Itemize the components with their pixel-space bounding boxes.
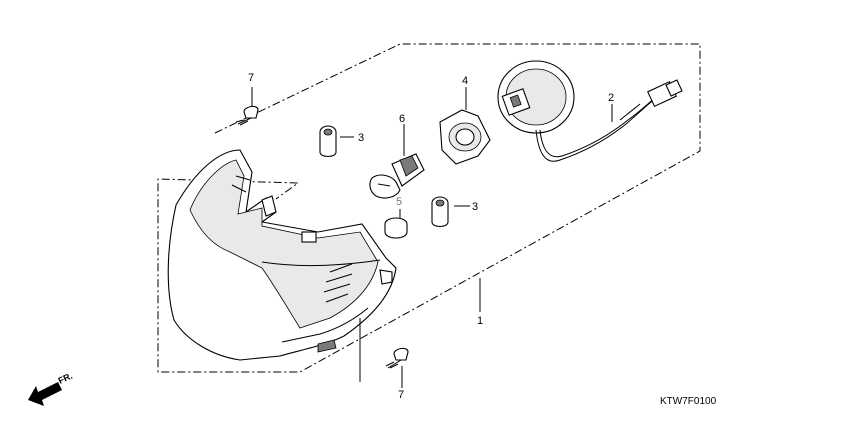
bulb-socket-part [439, 109, 491, 165]
cap-part-upper [319, 125, 337, 158]
callout-7-upper: 7 [248, 72, 254, 84]
screw-part-upper [235, 105, 259, 126]
callout-1: 1 [477, 315, 483, 327]
assembly-boundary [157, 43, 701, 373]
small-cap-part [384, 217, 408, 239]
bulb-part [369, 153, 425, 199]
callout-3-upper: 3 [358, 132, 364, 144]
screw-part-lower [385, 347, 409, 369]
callout-5: 5 [396, 196, 402, 208]
cap-part-lower [431, 196, 449, 228]
harness-part [497, 60, 683, 162]
diagram-code: KTW7F0100 [660, 396, 717, 407]
front-arrow-icon: FR. [28, 371, 74, 406]
leader-lines [251, 87, 613, 388]
headlight-lens-part [167, 149, 397, 361]
callout-6: 6 [399, 113, 405, 125]
callout-3-lower: 3 [472, 201, 478, 213]
front-arrow-label: FR. [57, 371, 74, 386]
callout-4: 4 [462, 75, 468, 87]
callout-2: 2 [608, 92, 614, 104]
callout-7-lower: 7 [398, 389, 404, 401]
